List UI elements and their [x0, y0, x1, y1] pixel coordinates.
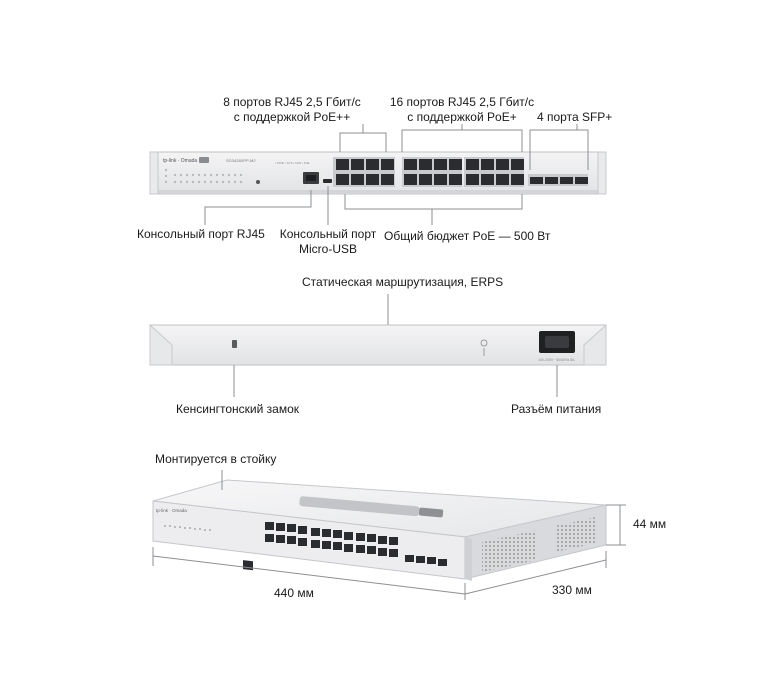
svg-text:tp-link · Omada: tp-link · Omada [163, 158, 197, 164]
label-depth: 330 мм [552, 583, 592, 597]
label-8-ports-line2: с поддержкой PoE++ [233, 110, 351, 124]
label-console-rj45: Консольный порт RJ45 [137, 227, 265, 241]
kensington-lock-slot [232, 340, 237, 348]
label-console-usb-line2: Micro-USB [298, 242, 357, 256]
rear-view: 100-240V~ 50/60Hz 8A [149, 294, 607, 397]
label-power-connector: Разъём питания [511, 402, 602, 416]
front-callouts [204, 124, 589, 225]
label-routing: Статическая маршрутизация, ERPS [302, 275, 504, 289]
label-16-ports: 16 портов RJ45 2,5 Гбит/с с поддержкой P… [388, 95, 536, 125]
sfp-ports [528, 174, 588, 186]
perspective-view: tp-link · Omada [152, 470, 626, 600]
svg-text:100-240V~ 50/60Hz 8A: 100-240V~ 50/60Hz 8A [538, 358, 575, 362]
front-view: tp-link · Omada SG3428XPP-M2 • PWR • SYS… [149, 124, 607, 225]
label-8-ports-line1: 8 портов RJ45 2,5 Гбит/с [223, 95, 361, 109]
dimension-lines [152, 470, 626, 600]
label-width: 440 мм [274, 586, 314, 600]
rear-callouts [233, 365, 558, 397]
label-8-ports: 8 портов RJ45 2,5 Гбит/с с поддержкой Po… [222, 95, 362, 125]
svg-text:SG3428XPP-M2: SG3428XPP-M2 [226, 158, 256, 163]
label-16-ports-line2: с поддержкой PoE+ [407, 110, 517, 124]
led-panel [164, 168, 243, 184]
svg-text:tp-link · Omada: tp-link · Omada [156, 508, 187, 513]
label-16-ports-line1: 16 портов RJ45 2,5 Гбит/с [389, 95, 535, 109]
label-sfp-ports: 4 порта SFP+ [537, 110, 613, 124]
label-rack-mount: Монтируется в стойку [155, 452, 277, 466]
label-kensington-lock: Кенсингтонский замок [176, 402, 299, 416]
svg-text:• PWR • SYS • FAN • PoE: • PWR • SYS • FAN • PoE [275, 161, 310, 165]
label-height: 44 мм [633, 517, 667, 531]
label-poe-budget: Общий бюджет PoE — 500 Вт [384, 229, 551, 243]
rj45-ports [336, 159, 524, 185]
label-console-usb-line1: Консольный порт [279, 227, 377, 241]
perspective-rj45-ports [265, 522, 398, 557]
perspective-sfp-ports [405, 555, 447, 566]
label-console-usb: Консольный порт Micro-USB [272, 227, 384, 257]
